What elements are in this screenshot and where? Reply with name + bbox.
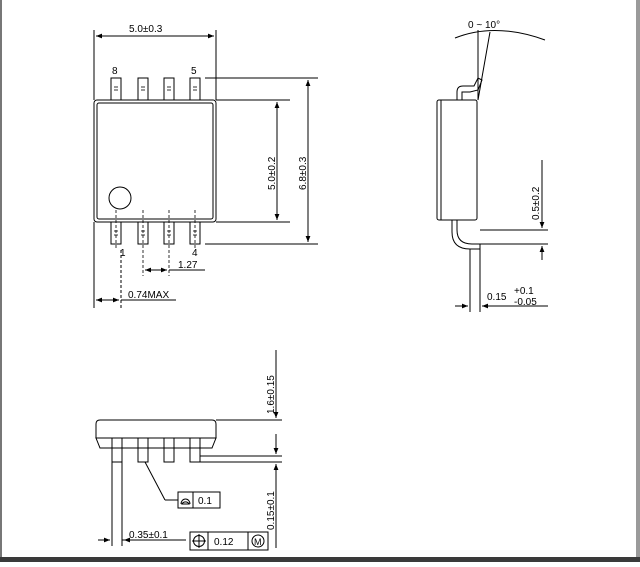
max-dim-label: 0.74MAX	[128, 290, 169, 301]
pin1-marker	[108, 186, 132, 210]
upper-lead	[456, 77, 483, 100]
front-lead-3	[163, 437, 175, 463]
mmc-modifier-icon	[251, 534, 265, 548]
lead-width-dim-label: 0.35±0.1	[129, 530, 168, 541]
left-border	[0, 0, 2, 562]
front-lead-4	[189, 437, 201, 463]
front-body-top	[95, 419, 217, 439]
bottom-border	[0, 557, 640, 562]
lead-length-dim-label: 0.5±0.2	[531, 186, 542, 220]
pin-label-1: 1	[120, 248, 126, 259]
pin-label-8: 8	[112, 66, 118, 77]
height-dim-label: 1.6±0.15	[266, 375, 277, 414]
side-view	[436, 30, 548, 312]
pitch-dim-label: 1.27	[178, 260, 198, 271]
front-lead-2	[137, 437, 149, 463]
front-view	[95, 350, 282, 551]
pin-5	[189, 77, 201, 101]
flatness-value: 0.1	[198, 496, 212, 507]
flatness-frame	[177, 491, 221, 509]
lead-thickness-minus-label: -0.05	[514, 297, 537, 308]
right-border	[636, 0, 640, 562]
package-body-outline	[93, 99, 217, 223]
flatness-icon	[180, 498, 191, 505]
position-frame	[189, 531, 269, 551]
pin-8	[110, 77, 122, 101]
overall-length-dim-label: 6.8±0.3	[298, 156, 309, 190]
pin-7	[137, 77, 149, 101]
angle-dim-label: 0 ~ 10°	[468, 20, 500, 31]
mmc-modifier-label: M	[254, 537, 262, 547]
width-dim-label: 5.0±0.3	[129, 24, 163, 35]
lead-thickness-base-label: 0.15	[487, 292, 507, 303]
front-body-bottom	[95, 437, 217, 449]
body-length-dim-label: 5.0±0.2	[267, 156, 278, 190]
pin-6	[163, 77, 175, 101]
lower-lead	[451, 220, 481, 250]
pin-label-4: 4	[192, 248, 198, 259]
lead-thickness-plus-label: +0.1	[514, 286, 534, 297]
position-value: 0.12	[214, 537, 234, 548]
side-body	[436, 99, 478, 221]
angle-arc	[454, 30, 546, 41]
front-lead-1	[111, 437, 123, 463]
standoff-dim-label: 0.15±0.1	[266, 491, 277, 530]
flatness-leader	[144, 461, 166, 501]
pin-label-5: 5	[191, 66, 197, 77]
top-view	[93, 30, 318, 308]
